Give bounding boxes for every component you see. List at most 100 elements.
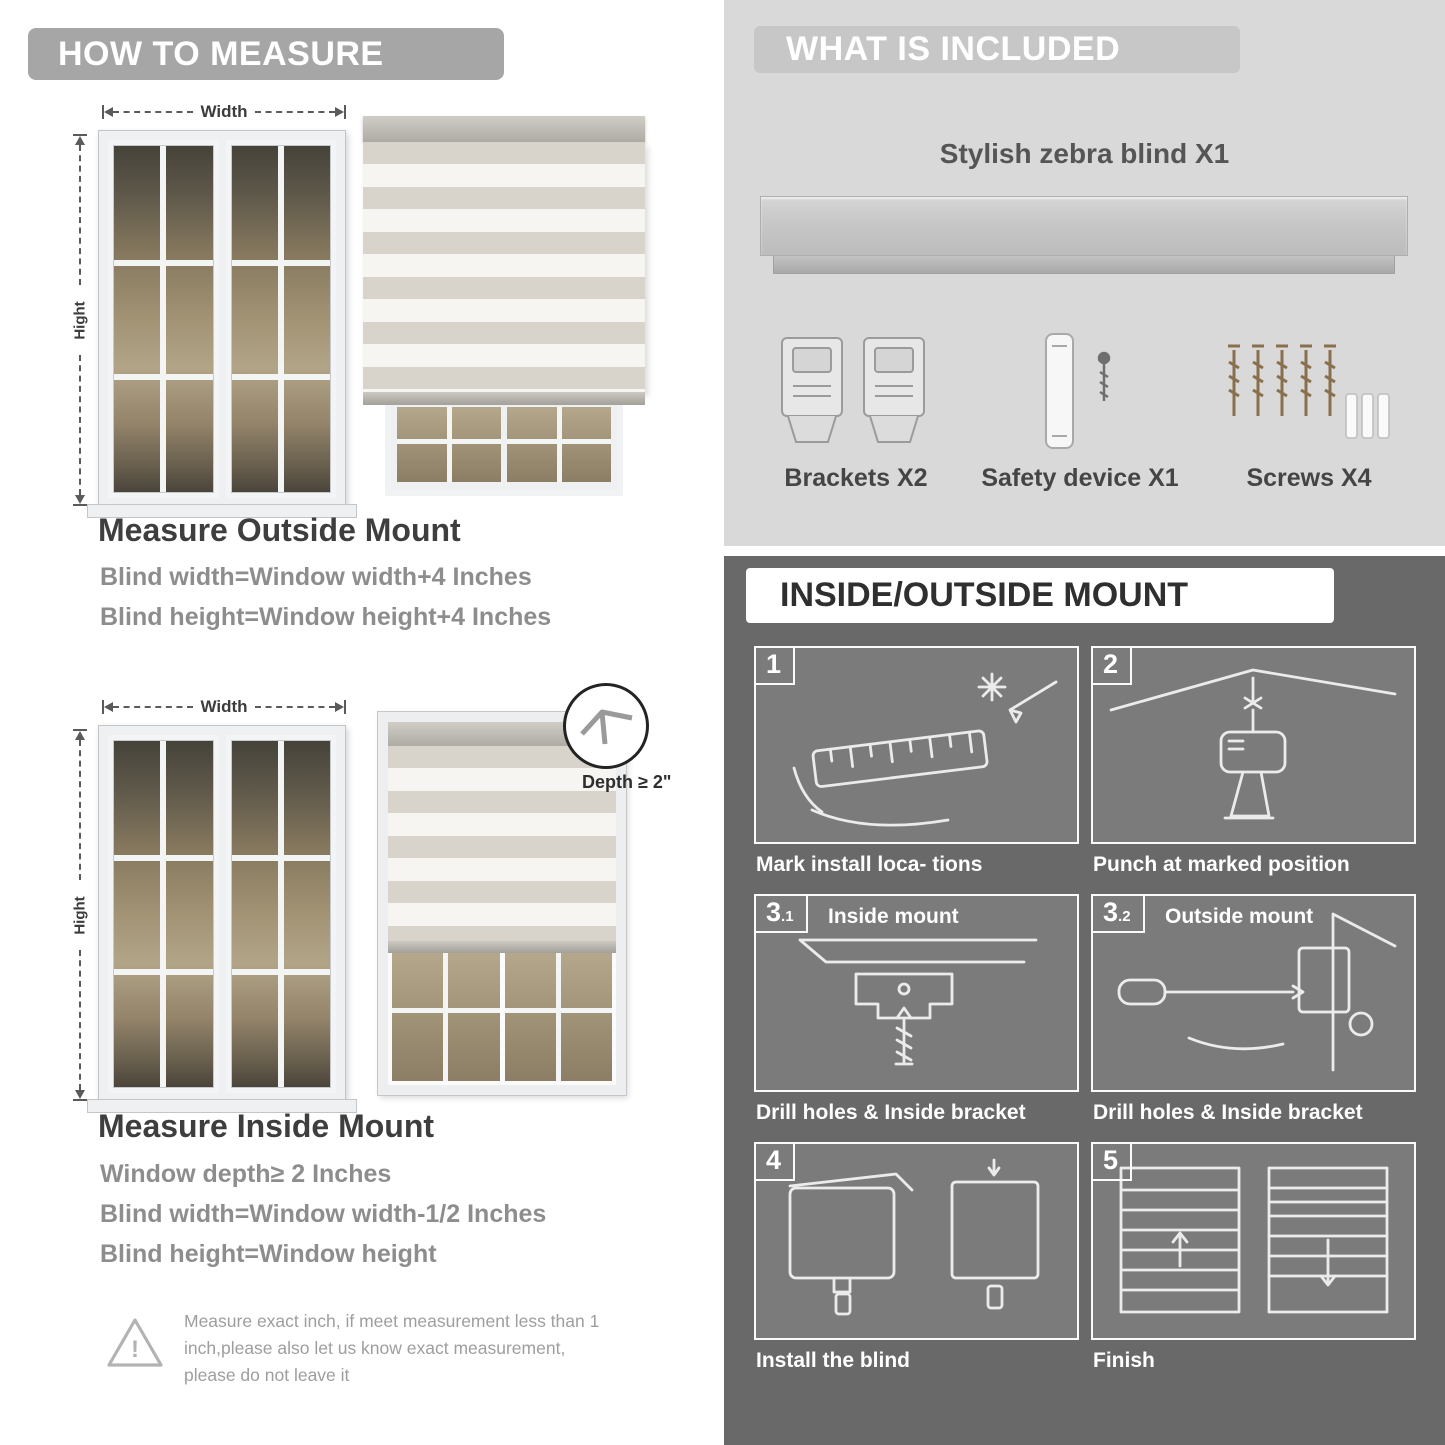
height-label-wrap: Hight [72,880,89,950]
window-sash [108,140,219,498]
dim-dash [113,706,194,708]
step-number: 4 [756,1144,796,1181]
arrow-right-icon [335,702,344,712]
step-panel: 3.1 Inside mount [754,894,1079,1092]
dim-tick [344,700,346,714]
step-number-text: 5 [1103,1145,1119,1175]
screws-illustration [1224,320,1394,456]
safety-device-icon [1045,333,1111,449]
inside-measure-figure: Width Hight [70,693,370,1117]
mount-banner: INSIDE/OUTSIDE MOUNT [746,568,1334,623]
step-title: Inside mount [828,905,959,928]
mount-banner-title: INSIDE/OUTSIDE MOUNT [780,576,1189,614]
step-caption: Finish [1093,1349,1155,1372]
install-blind-illustration [788,1158,1040,1316]
arrow-down-icon [75,495,85,504]
what-is-included-section: WHAT IS INCLUDED Stylish zebra blind X1 [724,0,1445,546]
step-title: Outside mount [1165,905,1314,928]
headrail-illustration [760,196,1408,274]
inside-mount-line: Blind height=Window height [100,1240,437,1268]
height-label: Hight [71,300,89,340]
window-behind-blind [385,405,623,496]
measure-note: ! Measure exact inch, if meet measuremen… [104,1308,649,1389]
included-items-row: Brackets X2 [776,320,1394,493]
brackets-label: Brackets X2 [784,464,928,492]
brackets-icon [781,337,925,443]
dim-tick [73,729,87,731]
step-caption: Drill holes & Inside bracket [1093,1101,1363,1124]
step-number-text: 3 [766,897,782,927]
height-dimension-arrow: Hight [71,134,89,506]
blind-headrail [363,116,645,142]
mount-step-2: 2 Punch at mar [1091,646,1416,894]
mount-instructions-section: INSIDE/OUTSIDE MOUNT 1 [724,556,1445,1445]
window-sash [392,953,500,1081]
width-label: Width [200,102,248,121]
arrow-up-icon [75,136,85,145]
screws-item: Screws X4 [1224,320,1394,493]
window-sash [225,140,336,498]
dim-dash [254,706,335,708]
window-sill [87,504,357,518]
window-sash [108,735,219,1093]
headrail-valance [773,256,1395,274]
inside-bracket-illustration [798,938,1038,1066]
step-caption: Punch at marked position [1093,853,1350,876]
dim-dash [79,740,81,880]
outside-mount-blind-illustration [363,116,645,496]
dim-dash [113,111,194,113]
exclamation-glyph: ! [131,1336,139,1363]
window-sill [87,1099,357,1113]
window-inner [108,735,336,1093]
height-label-wrap: Hight [71,285,89,355]
step-panel: 4 [754,1142,1079,1340]
mount-step-3-2: 3.2 Outside mount Drill holes & In [1091,894,1416,1142]
dim-dash [79,355,81,495]
safety-device-illustration [1020,320,1140,456]
what-is-included-banner: WHAT IS INCLUDED [754,26,1240,73]
step-number: 1 [756,648,796,685]
finish-illustration [1119,1166,1389,1314]
inside-mount-line: Blind width=Window width-1/2 Inches [100,1200,547,1228]
outside-mount-heading: Measure Outside Mount [98,512,461,548]
step-panel: 2 [1091,646,1416,844]
step-number-text: 1 [766,649,782,679]
step-caption: Mark install loca- tions [756,853,983,876]
width-dimension-arrow: Width [102,102,346,121]
blind-bottomrail [388,941,616,953]
step-panel: 3.2 Outside mount [1091,894,1416,1092]
dim-tick [73,504,87,506]
mount-step-3-1: 3.1 Inside mount Dri [754,894,1079,1142]
window-sash [504,953,612,1081]
outside-mount-line: Blind height=Window height+4 Inches [100,603,552,631]
step-panel: 5 [1091,1142,1416,1340]
window-inner [108,140,336,498]
how-to-measure-banner: HOW TO MEASURE [28,28,504,80]
width-label: Width [200,697,248,716]
step-caption: Drill holes & Inside bracket [756,1101,1026,1124]
mount-step-1: 1 Mark install loca- tions [754,646,1079,894]
blind-bottomrail [363,392,645,405]
inside-mount-blind-illustration [377,711,627,1096]
zebra-shade [363,142,645,392]
dim-tick [73,134,87,136]
what-is-included-title: WHAT IS INCLUDED [786,30,1121,68]
safety-device-label: Safety device X1 [981,464,1179,492]
step-number: 5 [1093,1144,1133,1181]
width-dimension-arrow: Width [102,697,346,716]
dim-dash [79,950,81,1090]
mount-step-5: 5 Finish [1091,1142,1416,1390]
window-illustration [87,130,357,518]
arrow-left-icon [104,107,113,117]
dim-tick [102,700,104,714]
step-number: 3.2 [1093,896,1145,933]
window-frame [377,711,627,1096]
headrail-bar [760,196,1408,256]
step-number-sub: .1 [781,908,794,925]
depth-detail-magnifier [563,683,649,769]
window-sash [507,407,611,482]
screws-icon [1228,344,1390,439]
drill-illustration [1109,668,1397,820]
step-number-text: 4 [766,1145,782,1175]
